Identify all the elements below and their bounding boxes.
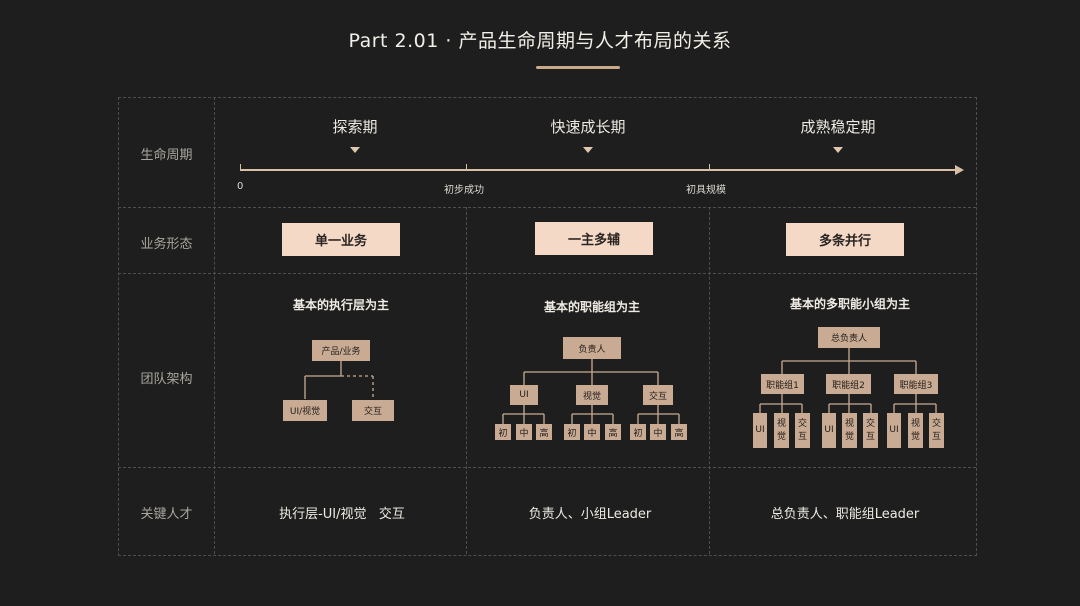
row-divider-3 bbox=[118, 467, 976, 468]
org-node-product: 产品/业务 bbox=[312, 340, 370, 361]
level-junior: 初 bbox=[630, 424, 646, 440]
title-underline bbox=[536, 66, 620, 69]
org-node-lead: 负责人 bbox=[563, 337, 621, 359]
tick-scale bbox=[709, 164, 710, 171]
row-divider-2 bbox=[118, 273, 976, 274]
org-group-interaction: 交互 bbox=[643, 385, 673, 405]
member-ui: UI bbox=[822, 413, 836, 448]
talent-col3: 总负责人、职能组Leader bbox=[770, 507, 920, 522]
column-divider-1 bbox=[466, 207, 467, 554]
stage-marker-growth bbox=[583, 147, 593, 153]
team-title-col2: 基本的职能组为主 bbox=[543, 300, 640, 314]
diagram-frame bbox=[118, 97, 977, 556]
row-divider-1 bbox=[118, 207, 976, 208]
level-mid: 中 bbox=[516, 424, 532, 440]
team-title-col3: 基本的多职能小组为主 bbox=[789, 297, 910, 311]
talent-col1: 执行层-UI/视觉 交互 bbox=[279, 507, 405, 522]
talent-col2: 负责人、小组Leader bbox=[528, 507, 652, 522]
level-mid: 中 bbox=[584, 424, 600, 440]
org-group-function-1: 职能组1 bbox=[761, 374, 804, 394]
level-mid: 中 bbox=[650, 424, 666, 440]
level-senior: 高 bbox=[671, 424, 687, 440]
org-node-interaction: 交互 bbox=[352, 400, 394, 421]
org-group-function-2: 职能组2 bbox=[826, 374, 871, 394]
column-divider-2 bbox=[709, 207, 710, 554]
level-senior: 高 bbox=[605, 424, 621, 440]
level-senior: 高 bbox=[536, 424, 552, 440]
level-junior: 初 bbox=[495, 424, 511, 440]
member-visual: 视觉 bbox=[842, 413, 857, 448]
member-interaction: 交互 bbox=[795, 413, 810, 448]
stage-growth: 快速成长期 bbox=[550, 118, 626, 136]
stage-mature: 成熟稳定期 bbox=[800, 118, 876, 136]
timeline-arrow bbox=[955, 165, 964, 175]
level-junior: 初 bbox=[564, 424, 580, 440]
stage-explore: 探索期 bbox=[332, 118, 378, 136]
stage-marker-explore bbox=[350, 147, 360, 153]
org-group-function-3: 职能组3 bbox=[894, 374, 938, 394]
member-visual: 视觉 bbox=[908, 413, 923, 448]
org-group-ui: UI bbox=[510, 385, 538, 405]
tick-label-scale: 初具规模 bbox=[686, 185, 726, 196]
org-group-visual: 视觉 bbox=[576, 385, 608, 405]
row-label-business: 业务形态 bbox=[140, 237, 193, 252]
business-main-plus-aux: 一主多辅 bbox=[535, 222, 653, 255]
row-label-lifecycle: 生命周期 bbox=[140, 148, 193, 163]
row-label-talent: 关键人才 bbox=[140, 507, 193, 522]
label-column-divider bbox=[214, 97, 215, 554]
tick-label-initial-success: 初步成功 bbox=[444, 185, 484, 196]
member-ui: UI bbox=[753, 413, 767, 448]
row-label-team: 团队架构 bbox=[140, 372, 193, 387]
tick-label-start: 0 bbox=[237, 181, 244, 192]
page-title: Part 2.01 · 产品生命周期与人才布局的关系 bbox=[348, 30, 732, 52]
org-node-general-lead: 总负责人 bbox=[818, 327, 880, 348]
team-title-col1: 基本的执行层为主 bbox=[292, 298, 389, 312]
member-visual: 视觉 bbox=[774, 413, 789, 448]
member-interaction: 交互 bbox=[863, 413, 878, 448]
member-interaction: 交互 bbox=[929, 413, 944, 448]
tick-start bbox=[240, 164, 241, 171]
member-ui: UI bbox=[887, 413, 901, 448]
stage-marker-mature bbox=[833, 147, 843, 153]
org-node-ui-visual: UI/视觉 bbox=[283, 400, 327, 421]
business-single: 单一业务 bbox=[282, 223, 400, 256]
timeline-axis bbox=[240, 169, 957, 171]
tick-initial-success bbox=[466, 164, 467, 171]
business-parallel: 多条并行 bbox=[786, 223, 904, 256]
